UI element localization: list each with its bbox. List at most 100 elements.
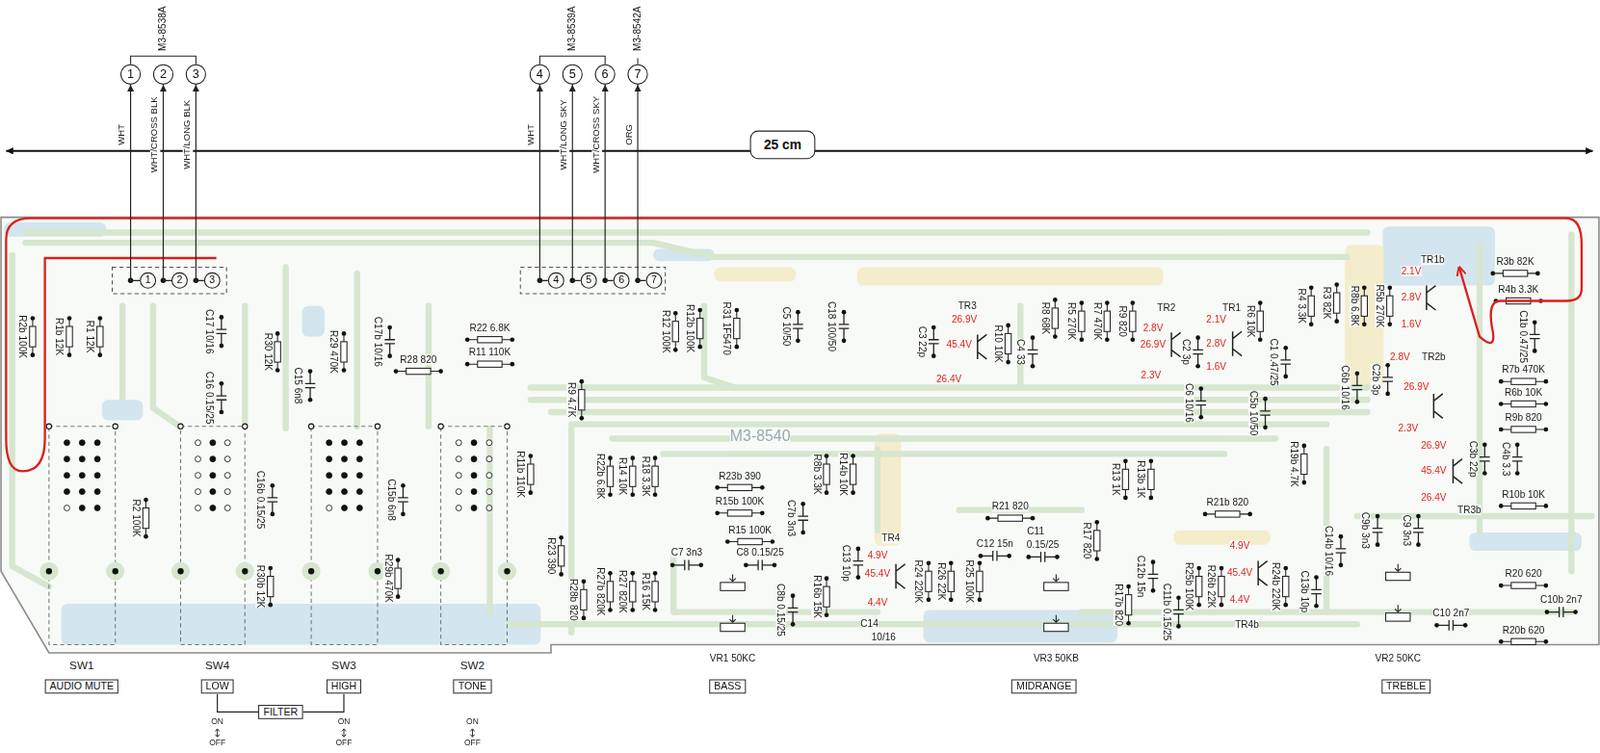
switch-pin — [341, 489, 348, 496]
pad — [607, 492, 613, 498]
part-label: R12b 100K — [684, 304, 696, 353]
pad — [1104, 337, 1110, 342]
capacitor-symbol — [1192, 335, 1204, 368]
part-label: R26 22K — [935, 562, 946, 601]
mounting-pad — [241, 568, 248, 575]
resistor-symbol — [578, 379, 585, 421]
switch-pin — [356, 440, 363, 446]
potentiometer-symbol — [720, 623, 745, 631]
switch-pin — [326, 505, 333, 512]
resistor-symbol — [66, 315, 73, 358]
resistor-symbol — [1301, 444, 1308, 486]
resistor-symbol — [1218, 566, 1225, 608]
resistor-symbol — [274, 331, 281, 373]
copper-trace — [425, 306, 432, 427]
pad — [1544, 503, 1549, 509]
transistor-symbol — [977, 334, 988, 359]
wire-colour: WHT — [117, 124, 128, 146]
capacitor-plates — [397, 485, 409, 515]
capacitor-symbol — [1148, 559, 1159, 593]
resistor-symbol — [1334, 282, 1340, 324]
pad — [1375, 514, 1381, 520]
voltage-reading: 26.4V — [936, 374, 962, 386]
part-label: R16 15K — [639, 573, 651, 611]
capacitor-plates — [792, 312, 804, 341]
pad — [795, 338, 801, 343]
capacitor-plates — [1027, 338, 1039, 368]
capacitor-symbol — [1529, 319, 1541, 353]
resistor-symbol — [629, 571, 636, 613]
part-label: R2b 100K — [17, 314, 28, 359]
resistor-symbol — [465, 361, 515, 368]
resistor-symbol — [29, 315, 36, 358]
part-label: TR4 — [881, 533, 900, 545]
pad — [1375, 542, 1381, 548]
mounting-pad — [437, 568, 444, 575]
resistor-symbol — [1004, 323, 1011, 366]
switch-pin — [209, 505, 216, 512]
pad — [1219, 566, 1225, 572]
resistor-body — [629, 581, 636, 603]
resistor-body — [1511, 426, 1536, 433]
harness-wire — [195, 84, 204, 281]
resistor-body — [1148, 469, 1155, 490]
resistor-body — [1301, 453, 1308, 474]
capacitor-symbol — [384, 325, 395, 359]
part-label: 10/16 — [871, 632, 896, 644]
switch-pin — [356, 456, 363, 463]
resistor-symbol — [697, 308, 704, 350]
voltage-reading: 2.3V — [1141, 369, 1162, 381]
resistor-symbol — [1498, 426, 1548, 433]
pad — [1130, 337, 1136, 342]
part-label: C2 3p — [1180, 339, 1191, 366]
resistor-body — [1103, 311, 1110, 332]
pad — [1362, 322, 1367, 328]
switch-pin — [341, 456, 348, 463]
voltage-reading: 2.3V — [1397, 422, 1418, 434]
resistor-body — [947, 571, 954, 592]
pad — [1203, 512, 1208, 518]
pad — [1544, 583, 1549, 589]
part-label: C7b 3n3 — [785, 499, 796, 537]
pad — [97, 352, 103, 358]
node-text: 3 — [209, 274, 215, 287]
part-label: R4b 3.3K — [1497, 284, 1539, 295]
pad — [275, 367, 281, 373]
pad — [1104, 300, 1110, 306]
part-label: C4b 3.3 — [1499, 442, 1511, 476]
pad — [770, 539, 776, 545]
resistor-body — [1051, 308, 1058, 329]
resistor-body — [1094, 530, 1101, 551]
potentiometer-wiper — [1052, 615, 1059, 623]
pad — [850, 453, 856, 459]
capacitor-plates — [1413, 516, 1424, 546]
pad — [1387, 285, 1392, 290]
potentiometer-wiper — [1394, 564, 1401, 572]
switch-pin — [224, 472, 231, 479]
resistor-symbol — [976, 560, 983, 603]
resistor-body — [727, 510, 752, 517]
control-label: AUDIO MUTE — [44, 679, 119, 695]
node-text: BASS — [713, 681, 741, 693]
pad — [581, 616, 587, 622]
pad — [1355, 399, 1361, 405]
pad — [438, 368, 444, 374]
pad — [926, 560, 932, 566]
resistor-symbol — [823, 453, 830, 496]
capacitor-symbol — [792, 310, 804, 343]
pad — [824, 612, 830, 618]
mounting-pad — [112, 568, 119, 575]
copper-trace — [663, 450, 1226, 457]
pad — [558, 572, 564, 578]
pad — [653, 455, 658, 461]
capacitor-symbol — [267, 483, 279, 517]
pad — [1535, 271, 1541, 277]
part-label: C11 — [1026, 525, 1045, 537]
resistor-symbol — [1103, 300, 1110, 342]
bracket-line — [217, 694, 260, 713]
part-label: R8b 3.3K — [811, 454, 822, 496]
switch-outline — [441, 426, 508, 646]
resistor-body — [1511, 638, 1536, 645]
part-label: R24b 220K — [1270, 562, 1282, 611]
pad — [841, 338, 847, 343]
